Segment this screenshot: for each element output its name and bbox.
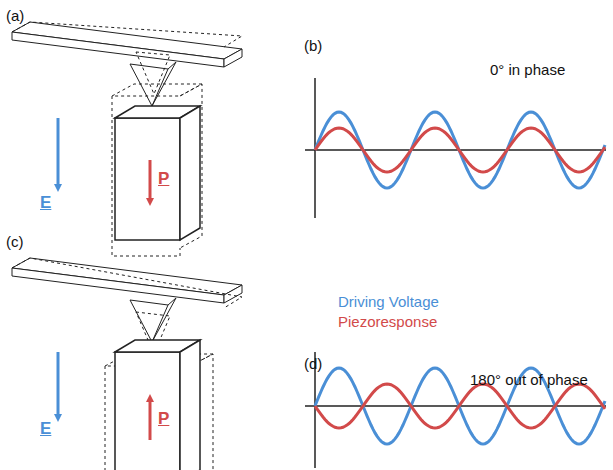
piezoresponse-wave <box>315 128 605 172</box>
field-label: E <box>40 194 51 213</box>
waves <box>315 112 605 444</box>
driving-voltage-wave <box>315 368 605 444</box>
phase-note: 0° in phase <box>490 62 565 79</box>
sample-block-c <box>105 340 213 470</box>
sample-block-a <box>112 84 202 256</box>
driving-voltage-wave <box>315 112 605 188</box>
polarization-label: P <box>158 410 169 429</box>
field-label: E <box>40 420 51 439</box>
panel-label: (b) <box>304 38 322 55</box>
phase-note: 180° out of phase <box>470 372 588 389</box>
legend-text: Driving Voltage <box>338 294 439 311</box>
panel-label: (d) <box>304 356 322 373</box>
cantilever-c <box>12 258 242 354</box>
field-arrow-a <box>57 118 60 188</box>
polarization-label: P <box>158 170 169 189</box>
panel-label: (a) <box>6 8 24 25</box>
plot-axes <box>305 78 606 468</box>
panel-label: (c) <box>6 234 24 251</box>
piezoresponse-wave <box>315 384 605 428</box>
cantilever-a <box>12 22 242 106</box>
field-arrow-c <box>57 352 60 418</box>
legend-text: Piezoresponse <box>338 314 437 331</box>
